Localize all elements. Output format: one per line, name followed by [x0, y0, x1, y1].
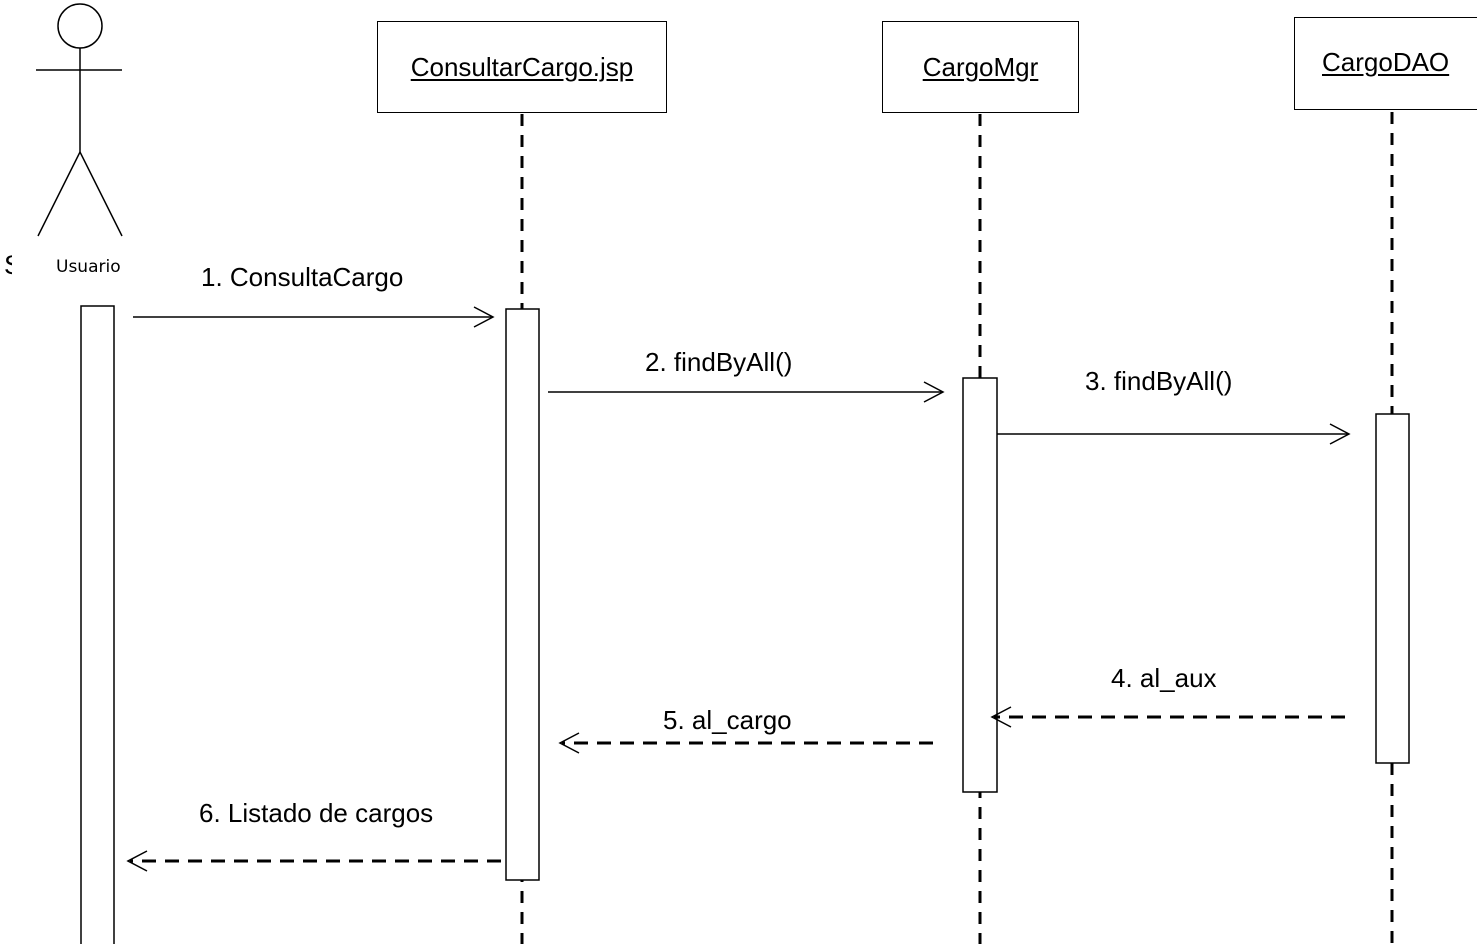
message-5-label: 5. al_cargo — [663, 705, 792, 735]
message-3-label: 3. findByAll() — [1085, 366, 1233, 396]
activation-dao — [1375, 413, 1410, 764]
lifeline-head-mgr: CargoMgr — [882, 21, 1079, 113]
activation-jsp — [505, 308, 540, 881]
message-2-arrowhead — [923, 381, 945, 403]
actor-figure — [36, 3, 123, 237]
message-4-arrowhead — [990, 706, 1012, 728]
actor-left-leg — [37, 151, 81, 237]
lifeline-name-dao: CargoDAO — [1322, 47, 1450, 77]
message-6-label: 6. Listado de cargos — [199, 798, 434, 828]
activation-mgr — [962, 377, 998, 793]
actor-head — [57, 3, 103, 49]
actor-right-leg — [79, 151, 123, 237]
actor-clipped-label: S — [4, 250, 12, 284]
message-3-arrowhead — [1329, 423, 1351, 445]
actor-label: Usuario — [56, 257, 121, 277]
activation-usuario — [80, 305, 115, 944]
lifeline-head-dao: CargoDAO — [1294, 17, 1477, 110]
lifeline-name-jsp: ConsultarCargo.jsp — [410, 51, 634, 82]
message-1-label: 1. ConsultaCargo — [201, 262, 404, 292]
message-2-label: 2. findByAll() — [645, 347, 793, 377]
message-4-label: 4. al_aux — [1111, 663, 1217, 693]
lifeline-name-mgr: CargoMgr — [922, 51, 1039, 82]
message-5-arrowhead — [558, 732, 580, 754]
message-1-arrowhead — [473, 306, 495, 328]
message-6-arrowhead — [126, 850, 148, 872]
lifeline-head-jsp: ConsultarCargo.jsp — [377, 21, 667, 113]
